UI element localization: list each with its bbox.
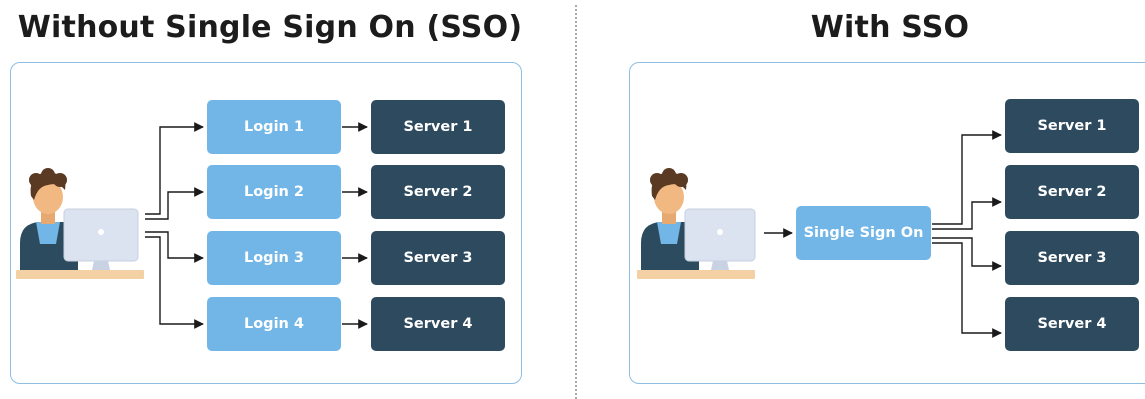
sso-server-box-3: Server 3 <box>1005 231 1139 285</box>
sso-server-box-2: Server 2 <box>1005 165 1139 219</box>
login-box-1: Login 1 <box>207 100 341 154</box>
server-box-2: Server 2 <box>371 165 505 219</box>
user-at-computer-icon <box>637 168 756 279</box>
title-with-sso: With SSO <box>810 10 970 45</box>
login-box-2: Login 2 <box>207 165 341 219</box>
title-without-sso: Without Single Sign On (SSO) <box>17 10 523 45</box>
sso-server-box-1: Server 1 <box>1005 99 1139 153</box>
user-at-computer-icon <box>16 168 144 279</box>
server-box-3: Server 3 <box>371 231 505 285</box>
server-box-1: Server 1 <box>371 100 505 154</box>
server-box-4: Server 4 <box>371 297 505 351</box>
center-divider <box>575 5 577 399</box>
single-sign-on-box: Single Sign On <box>796 206 931 260</box>
login-box-4: Login 4 <box>207 297 341 351</box>
sso-server-box-4: Server 4 <box>1005 297 1139 351</box>
login-box-3: Login 3 <box>207 231 341 285</box>
